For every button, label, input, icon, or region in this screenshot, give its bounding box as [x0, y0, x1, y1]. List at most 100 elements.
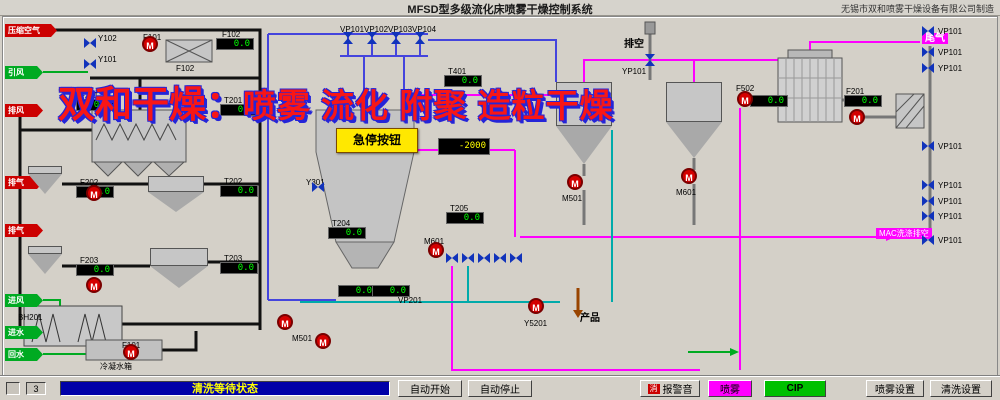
diagram-label: BH201 [18, 313, 43, 322]
value-display: -2000 [438, 138, 490, 155]
fan-motor[interactable]: M [849, 109, 865, 125]
value-display: 0.0 [444, 75, 482, 87]
fan-motor[interactable]: M [315, 333, 331, 349]
diagram-label: 尾气 [922, 33, 948, 44]
fan-motor[interactable]: M [428, 242, 444, 258]
diagram-label: T204 [332, 219, 351, 228]
mute-alarm-button[interactable]: 消 报警音 [640, 380, 700, 397]
flow-arrow: 回水 [5, 348, 43, 361]
diagram-label: YP101 [938, 181, 963, 190]
valve-icon[interactable] [446, 253, 458, 263]
valve-icon[interactable] [84, 59, 96, 69]
fan-motor[interactable]: M [142, 36, 158, 52]
valve-icon[interactable] [645, 54, 655, 66]
diagram-label: T401 [448, 67, 467, 76]
valve-icon[interactable] [391, 32, 401, 44]
diagram-label: VP101 [938, 197, 963, 206]
diagram-label: M601 [676, 188, 697, 197]
fan-motor[interactable]: M [86, 277, 102, 293]
diagram-label: M601 [424, 237, 444, 246]
product-outlet [573, 288, 583, 318]
value-display: 0.0 [328, 227, 366, 239]
diagram-label: Y102 [98, 34, 117, 43]
value-display: 0.0 [338, 285, 376, 297]
fan-motor[interactable]: M [681, 168, 697, 184]
cyclone [150, 248, 208, 266]
diagram-label: YP101 [622, 67, 647, 76]
cyclone [28, 246, 62, 254]
valve-icon[interactable] [367, 32, 377, 44]
valve-icon[interactable] [312, 182, 324, 192]
cyclone [556, 82, 612, 126]
fan-motor[interactable]: M [86, 185, 102, 201]
valve-icon[interactable] [343, 32, 353, 44]
value-display: 0.0 [446, 212, 484, 224]
diagram-label: F502 [736, 84, 755, 93]
valve-icon[interactable] [922, 196, 934, 206]
diagram-label: VP101 [938, 27, 963, 36]
alarm-counter: 3 [26, 382, 46, 395]
auto-start-button[interactable]: 自动开始 [398, 380, 462, 397]
valve-icon[interactable] [478, 253, 490, 263]
cyclone [28, 166, 62, 174]
valve-icon[interactable] [922, 235, 934, 245]
valve-icon[interactable] [922, 211, 934, 221]
diagram-label: VP101 [938, 236, 963, 245]
value-display: 0.0 [216, 38, 254, 50]
diagram-label: F201 [80, 91, 99, 100]
valve-icon[interactable] [922, 141, 934, 151]
fan-motor[interactable]: M [123, 344, 139, 360]
fan-motor[interactable]: M [567, 174, 583, 190]
flow-arrow: 排风 [5, 104, 43, 117]
fan-motor[interactable]: M [277, 314, 293, 330]
cip-button[interactable]: CIP [764, 380, 826, 397]
clean-settings-button[interactable]: 清洗设置 [930, 380, 992, 397]
value-display: 0.0 [844, 95, 882, 107]
page-title: MFSD型多级流化床喷雾干燥控制系统 [407, 4, 593, 16]
bottom-toolbar: 3 清洗等待状态 自动开始 自动停止 消 报警音 喷雾 CIP 喷雾设置 清洗设… [0, 376, 1000, 400]
diagram-label: VP104 [412, 25, 437, 34]
valve-icon[interactable] [922, 63, 934, 73]
mute-icon: 消 [647, 383, 660, 394]
heat-exchanger-f102 [165, 39, 213, 63]
cyclone-cone [666, 122, 722, 158]
mute-alarm-label: 报警音 [662, 385, 693, 396]
diagram-label: F202 [80, 178, 99, 187]
cyan-pipes [300, 130, 613, 303]
spray-settings-button[interactable]: 喷雾设置 [866, 380, 924, 397]
flow-arrow: 进水 [5, 326, 43, 339]
valve-icon[interactable] [494, 253, 506, 263]
flow-direction-arrow [730, 348, 739, 356]
diagram-label: F102 [222, 30, 241, 39]
valve-icon[interactable] [84, 38, 96, 48]
valve-icon[interactable] [462, 253, 474, 263]
cyclone-cone [150, 266, 208, 288]
valve-icon[interactable] [922, 47, 934, 57]
cyclone [666, 82, 722, 122]
auto-stop-button[interactable]: 自动停止 [468, 380, 532, 397]
diagram-label: Y5201 [524, 319, 548, 328]
valve-icon[interactable] [510, 253, 522, 263]
cyclone-cone [556, 126, 612, 164]
valve-icon[interactable] [922, 180, 934, 190]
diagram-label: 产品 [580, 313, 600, 324]
valve-icon[interactable] [415, 32, 425, 44]
cyclone [148, 176, 204, 192]
spray-button[interactable]: 喷雾 [708, 380, 752, 397]
valve-icon[interactable] [922, 26, 934, 36]
rotary-feeder [895, 93, 925, 129]
diagram-label: M501 [562, 194, 583, 203]
value-display: 0.0 [220, 262, 258, 274]
diagram-label: Y101 [98, 55, 117, 64]
fan-motor[interactable]: M [528, 298, 544, 314]
flow-arrow: 排气 [5, 224, 43, 237]
value-display: 0.0 [220, 104, 258, 116]
diagram-label: M501 [292, 334, 313, 343]
emergency-stop-button[interactable]: 急停按钮 [336, 128, 418, 153]
fan-motor[interactable]: M [737, 91, 753, 107]
diagram-label: YP101 [938, 64, 963, 73]
corner-box [6, 382, 20, 395]
diagram-label: F201 [846, 87, 865, 96]
diagram-label: VP102 [364, 25, 389, 34]
